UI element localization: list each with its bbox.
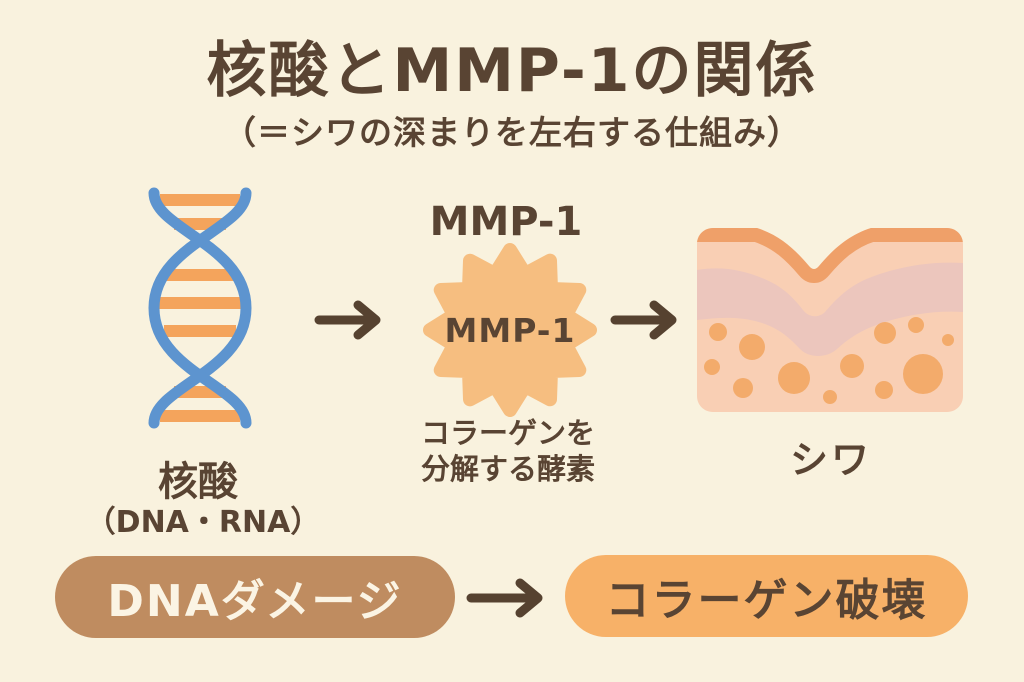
enzyme-caption-line2: 分解する酵素 (420, 451, 595, 486)
dna-damage-pill-label: DNAダメージ (107, 576, 403, 627)
arrow-right-icon (466, 578, 543, 618)
dna-sublabel: （DNA・RNA） (85, 505, 321, 540)
wrinkle-label: シワ (789, 438, 872, 482)
dna-damage-pill: DNAダメージ (55, 556, 455, 638)
enzyme-blob-label: MMP-1 (444, 311, 576, 350)
enzyme-caption: コラーゲンを 分解する酵素 (393, 416, 623, 488)
dna-helix-icon (148, 187, 252, 429)
enzyme-caption-line1: コラーゲンを (420, 416, 595, 450)
page-subtitle: （＝シワの深まりを左右する仕組み） (223, 113, 801, 152)
arrow-right-icon (314, 300, 381, 340)
enzyme-blob-icon (423, 243, 597, 417)
arrow-right-icon (610, 300, 677, 340)
collagen-destruction-pill-label: コラーゲン破壊 (605, 575, 928, 626)
dna-label: 核酸 (158, 459, 238, 505)
page-title: 核酸とMMP-1の関係 (206, 36, 818, 106)
enzyme-heading: MMP-1 (429, 199, 583, 245)
skin-cross-section-illustration (697, 228, 963, 412)
collagen-destruction-pill: コラーゲン破壊 (565, 555, 968, 637)
